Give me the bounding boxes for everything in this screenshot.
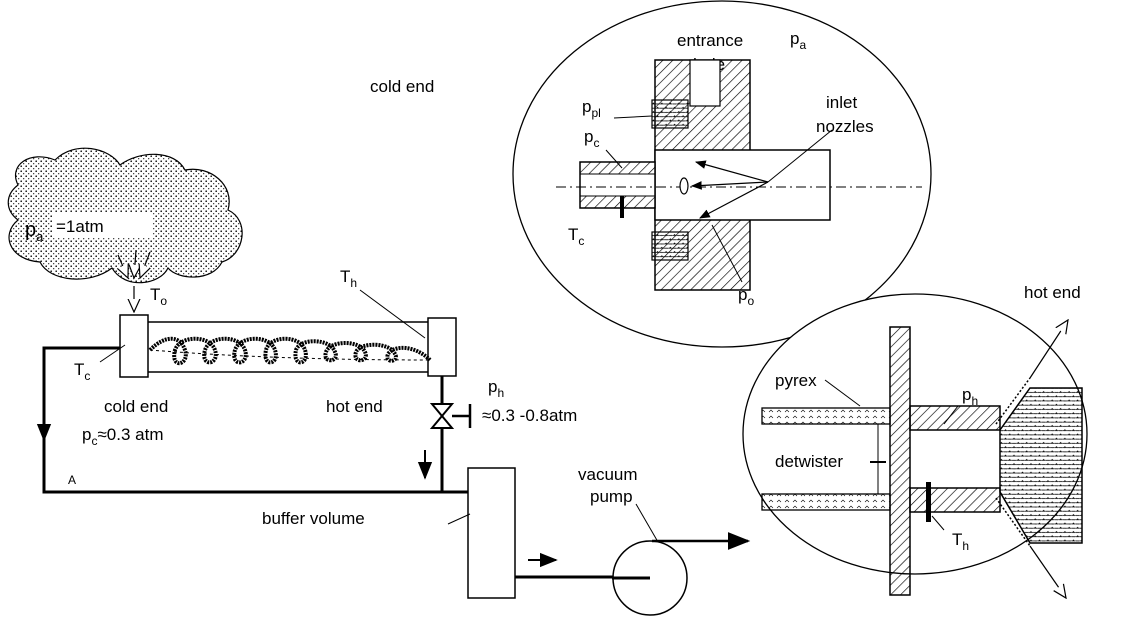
ph-value: ≈0.3 -0.8atm <box>482 406 577 425</box>
pc-top-label: pc <box>584 127 599 150</box>
pyrex-tube-bottom <box>761 493 891 511</box>
hot-pipe <box>440 376 468 494</box>
vortex-swirl <box>148 336 432 366</box>
hot-valve <box>429 403 455 429</box>
th-right-label: Th <box>952 530 969 553</box>
th-left-label: Th <box>340 267 357 290</box>
tc-top-label: Tc <box>568 225 584 248</box>
pyrex-label: pyrex <box>775 371 817 390</box>
point-a-label: A <box>68 473 76 487</box>
hot-end-plug <box>999 387 1083 544</box>
pa-top-label: pa <box>790 29 806 52</box>
inlet-label: inlet <box>826 93 857 112</box>
ppl-label: ppl <box>582 97 601 120</box>
buffer-volume-label: buffer volume <box>262 509 365 528</box>
ph-label: ph <box>488 377 504 400</box>
entrance-label: entrance <box>677 31 743 50</box>
inflow-arrows <box>118 249 150 312</box>
pc-label: pc≈0.3 atm <box>82 425 164 448</box>
pump-label: pump <box>590 487 633 506</box>
po-label: po <box>738 285 754 308</box>
buffer-volume <box>467 467 516 599</box>
cold-end-detail: cold end entrance hole pa inlet nozzles … <box>370 0 932 348</box>
vacuum-label: vacuum <box>578 465 638 484</box>
pa-value: =1atm <box>56 217 104 236</box>
hot-end-block <box>427 317 457 377</box>
to-label: To <box>150 285 167 308</box>
cold-end-left-label: cold end <box>104 397 168 416</box>
pyrex-tube-top <box>761 407 891 425</box>
nozzles-label: nozzles <box>816 117 874 136</box>
hot-end-left-label: hot end <box>326 397 383 416</box>
overall-setup: pa =1atm To Th Tc cold end hot end pc≈0.… <box>7 147 751 616</box>
hot-end-detail: hot end pyrex detwister ph Th <box>742 283 1088 598</box>
cold-end-top-label: cold end <box>370 77 434 96</box>
detwister-label: detwister <box>775 452 843 471</box>
ph-right-label: ph <box>962 385 978 408</box>
tc-left-label: Tc <box>74 360 90 383</box>
inlet-block <box>119 314 149 378</box>
hot-end-right-label: hot end <box>1024 283 1081 302</box>
pa-label: pa <box>25 219 44 244</box>
vortex-tube <box>144 321 431 373</box>
